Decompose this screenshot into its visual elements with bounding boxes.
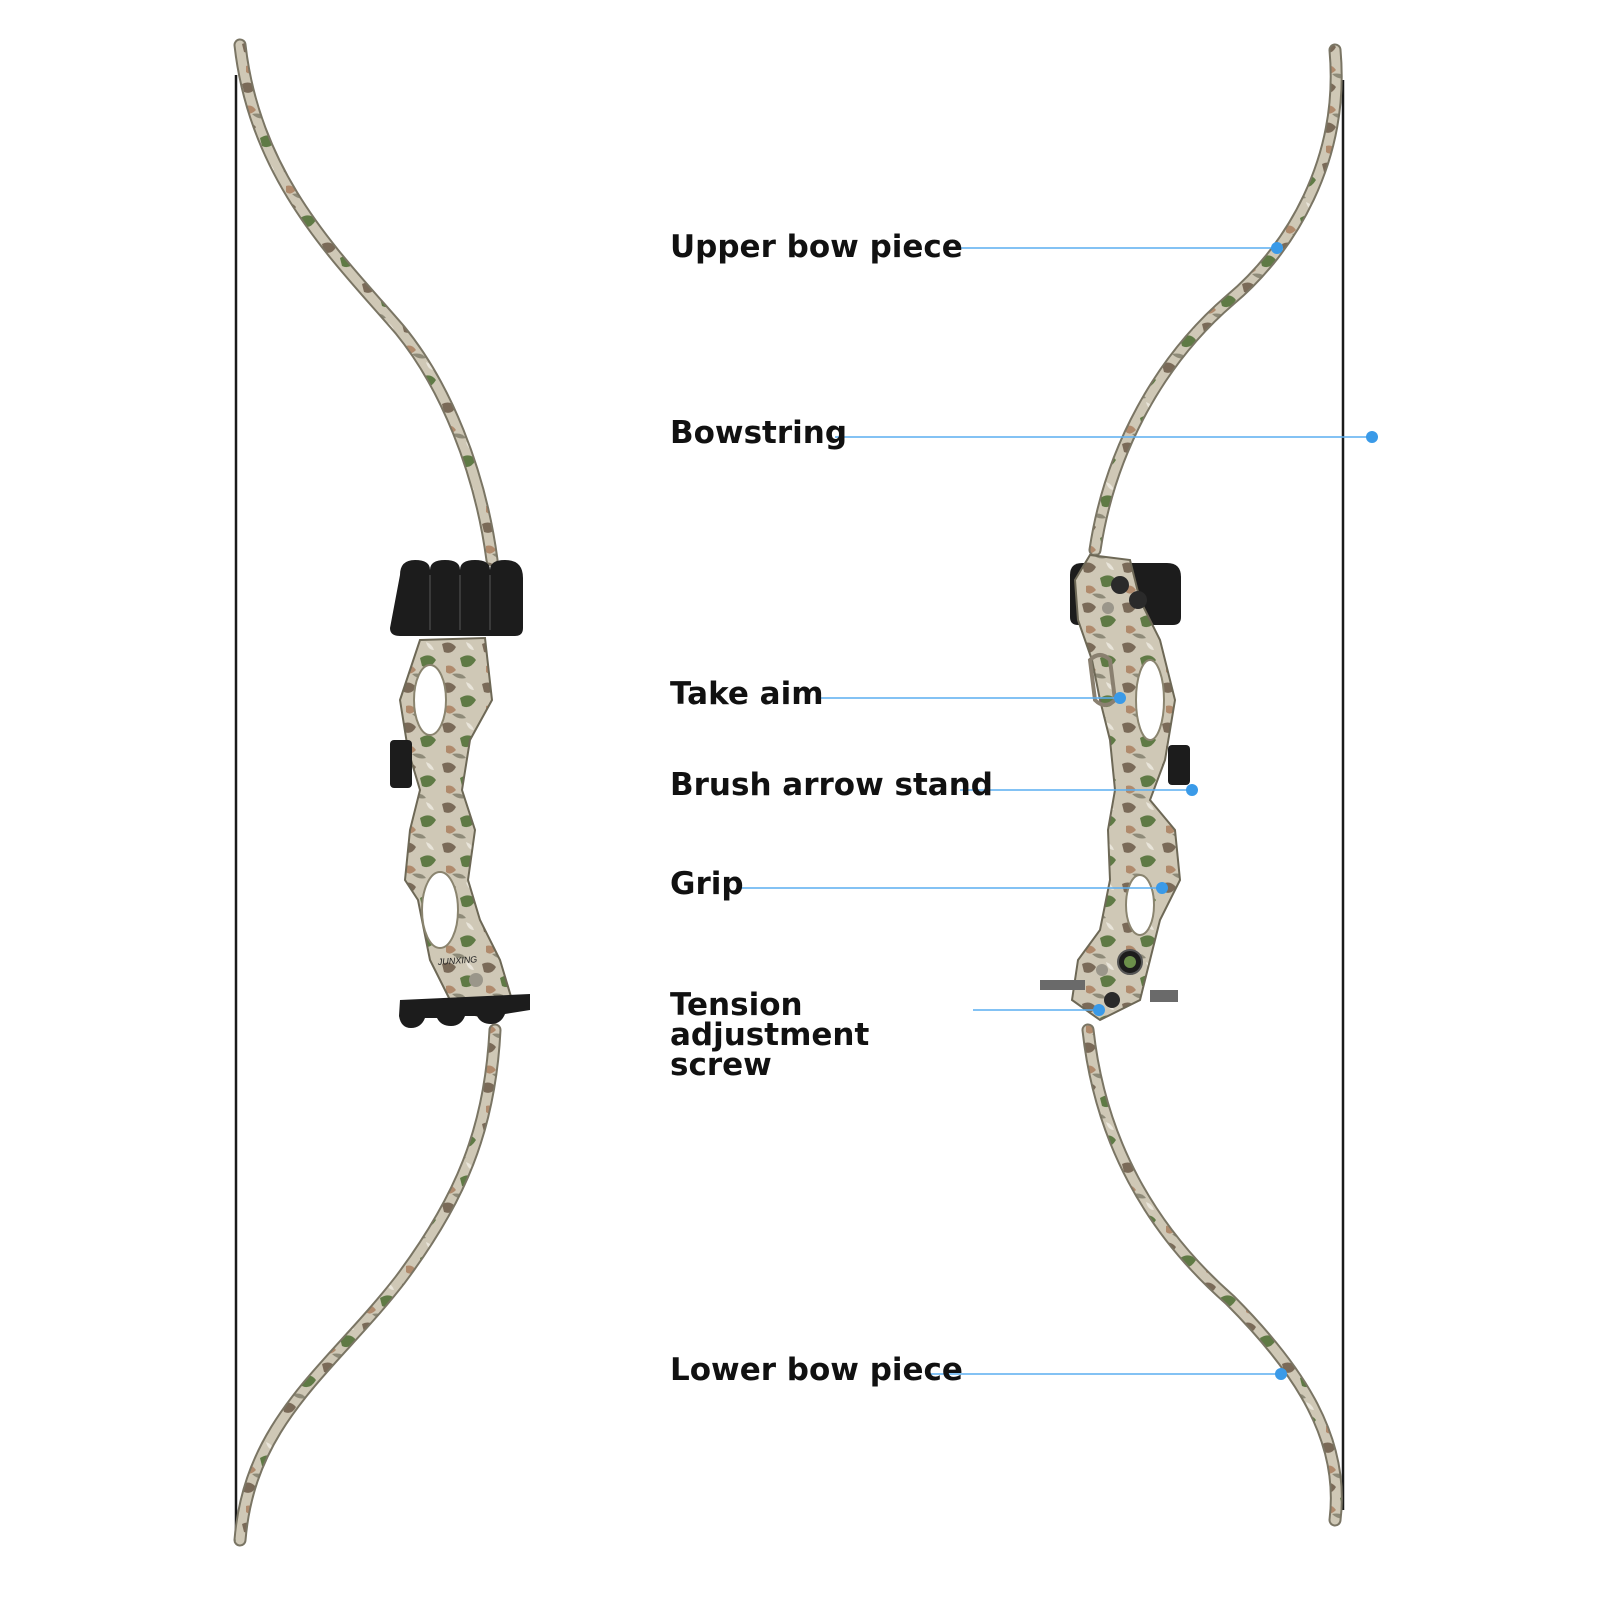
dot-brush-arrow-stand <box>1186 784 1198 796</box>
right-riser-cutout-lower <box>1125 874 1155 936</box>
left-quiver-pod <box>390 560 523 636</box>
dot-tension-screw <box>1093 1004 1105 1016</box>
dot-grip <box>1156 882 1168 894</box>
dot-lower-bow-piece <box>1275 1368 1287 1380</box>
right-lower-limb <box>1081 1023 1343 1527</box>
dot-take-aim <box>1114 692 1126 704</box>
right-riser-cutout-upper <box>1135 659 1165 741</box>
right-arrow-rest <box>1168 745 1190 785</box>
dot-bowstring <box>1366 431 1378 443</box>
right-bolt-upper-1 <box>1111 576 1129 594</box>
label-brush-arrow-stand: Brush arrow stand <box>670 767 993 803</box>
left-arrow-rest <box>390 740 412 788</box>
right-bolt-lower-2 <box>1104 992 1120 1008</box>
dot-upper-bow-piece <box>1271 242 1283 254</box>
label-bowstring: Bowstring <box>670 415 848 451</box>
label-take-aim: Take aim <box>670 676 824 712</box>
right-upper-limb <box>1088 43 1343 557</box>
label-upper-bow-piece: Upper bow piece <box>670 229 963 265</box>
label-lower-bow-piece: Lower bow piece <box>670 1352 963 1388</box>
left-riser-cutout-upper <box>413 664 447 736</box>
left-upper-limb <box>233 38 499 567</box>
right-bolt-upper-3 <box>1102 602 1114 614</box>
right-bolt-lower-1 <box>1096 964 1108 976</box>
stabilizer-rod-right <box>1150 990 1178 1002</box>
compass-face <box>1124 956 1136 968</box>
left-riser-cutout-lower <box>421 871 459 949</box>
label-tension-line-1: Tension adjustment <box>670 987 870 1053</box>
leader-lines <box>740 242 1378 1380</box>
label-tension-line-2: screw <box>670 1047 772 1083</box>
label-grip: Grip <box>670 866 744 902</box>
left-tension-screw <box>469 973 483 987</box>
left-bow: JUNXING <box>233 38 530 1547</box>
label-tension-adjustment-screw: Tension adjustment screw <box>670 987 970 1083</box>
right-bow <box>1040 43 1345 1527</box>
stabilizer-rod-left <box>1040 980 1085 990</box>
left-stabilizer-mount <box>399 994 530 1028</box>
left-lower-limb <box>233 1023 502 1547</box>
right-bolt-upper-2 <box>1129 591 1147 609</box>
brand-mark: JUNXING <box>436 954 477 967</box>
